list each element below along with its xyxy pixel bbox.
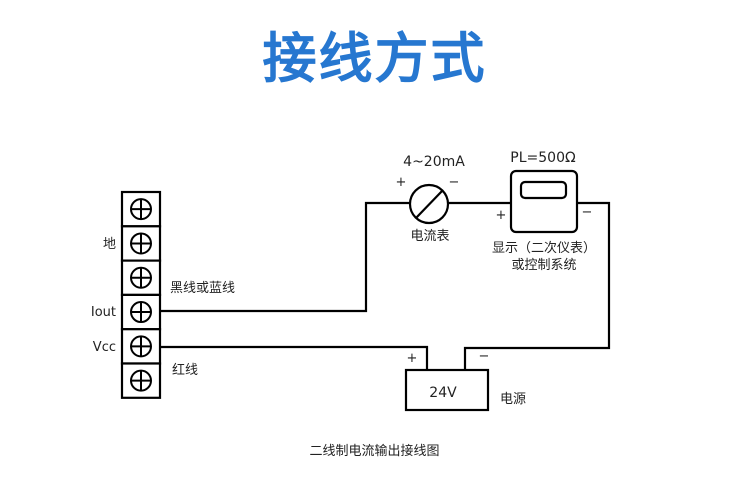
screw-cross-icon: [130, 369, 152, 392]
screw-cross-icon: [130, 266, 152, 289]
terminal-2: [120, 225, 162, 262]
load-resistance-label: PL=500Ω: [510, 150, 576, 166]
ammeter-name-label: 电流表: [410, 229, 449, 244]
vcc-label: Vcc: [93, 340, 116, 355]
display-to-power-wire: [463, 201, 611, 370]
black-blue-wire-label: 黑线或蓝线: [170, 281, 235, 296]
ammeter-icon: [408, 183, 450, 225]
terminal-3: [120, 259, 162, 297]
diagram-caption: 二线制电流输出接线图: [309, 444, 440, 459]
ammeter-plus-label: +: [396, 175, 407, 190]
ammeter-range-label: 4~20mA: [403, 154, 465, 170]
display-minus-label: −: [582, 205, 593, 220]
terminal-block: [120, 190, 162, 399]
power-minus-label: −: [479, 349, 490, 364]
terminal-4: [120, 293, 162, 331]
power-name-label: 电源: [500, 392, 526, 407]
display-meter-icon: [509, 169, 579, 234]
power-voltage-label: 24V: [429, 385, 457, 401]
terminal-1: [120, 190, 162, 228]
ammeter-minus-label: −: [449, 175, 460, 190]
terminal-5: [120, 328, 162, 365]
screw-cross-icon: [130, 301, 152, 324]
vcc-wire: [160, 345, 429, 370]
red-wire-label: 红线: [172, 362, 198, 378]
screw-cross-icon: [130, 335, 152, 358]
iout-label: Iout: [91, 305, 116, 320]
power-plus-label: +: [407, 351, 418, 366]
terminal-6: [120, 362, 162, 399]
page-title: 接线方式: [262, 27, 487, 90]
iout-wire: [160, 201, 410, 313]
display-name-line2: 或控制系统: [511, 258, 576, 273]
screw-cross-icon: [130, 198, 152, 221]
screw-cross-icon: [130, 232, 152, 255]
display-name-line1: 显示（二次仪表）: [492, 240, 596, 256]
ground-label: 地: [103, 237, 116, 252]
display-plus-label: +: [496, 208, 507, 223]
power-supply-box: [404, 368, 490, 412]
